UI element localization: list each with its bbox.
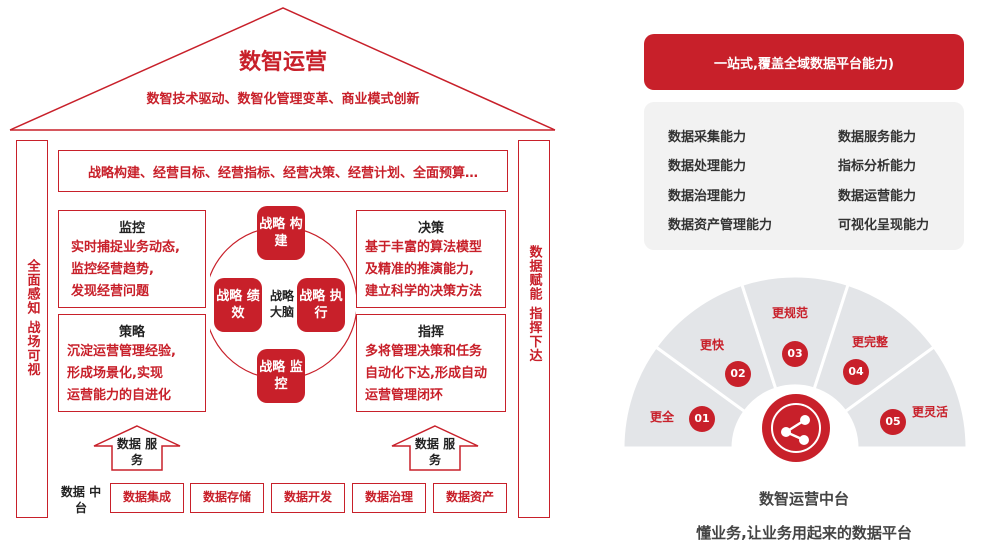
command-text: 多将管理决策和任务 自动化下达,形成自动 运营管理闭环 (365, 344, 487, 403)
fan-label-standardized: 更规范 (772, 306, 809, 320)
fan-label-more-integral: 更完整 (852, 335, 889, 349)
ability-item: 数据资产管理能力 (668, 218, 773, 233)
left-column-label: 全面感知 战场可视 (24, 259, 40, 377)
cycle-monitor-node: 战略 监控 (257, 349, 305, 403)
ability-item: 数据处理能力 (668, 159, 747, 174)
house-subtitle: 数智技术驱动、数智化管理变革、商业模式创新 (146, 92, 420, 107)
capability-fan (621, 274, 969, 478)
data-service-label-right: 数据 服务 (414, 437, 456, 467)
ability-item: 指标分析能力 (838, 159, 917, 174)
fan-number-04: 04 (843, 359, 869, 385)
strategy-topics-bar: 战略构建、经营目标、经营指标、经营决策、经营计划、全面预算… (58, 150, 508, 192)
house-title: 数智运营 (238, 50, 327, 75)
cell-data-development: 数据开发 (271, 483, 345, 513)
platform-title: 数智运营中台 (758, 490, 849, 508)
data-service-label-left: 数据 服务 (116, 437, 158, 467)
platform-subtitle: 懂业务,让业务用起来的数据平台 (696, 524, 912, 542)
cell-data-assets: 数据资产 (433, 483, 507, 513)
cell-data-integration: 数据集成 (110, 483, 184, 513)
right-column-label: 数据赋能 指挥下达 (526, 245, 542, 363)
monitor-text: 实时捕捉业务动态, 监控经营趋势, 发现经营问题 (71, 240, 180, 299)
right-column: 数据赋能 指挥下达 (518, 140, 550, 518)
fan-label-faster: 更快 (700, 338, 725, 352)
left-column: 全面感知 战场可视 (16, 140, 48, 518)
data-service-arrow-left (93, 425, 181, 471)
house-outline (9, 7, 556, 131)
decision-text: 基于丰富的算法模型 及精准的推演能力, 建立科学的决策方法 (365, 240, 483, 299)
one-stop-banner: 一站式,覆盖全域数据平台能力) (644, 34, 964, 90)
strategy-text: 沉淀运营管理经验, 形成场景化,实现 运营能力的自进化 (67, 344, 176, 403)
ability-item: 数据服务能力 (838, 130, 917, 145)
monitor-title: 监控 (118, 221, 145, 236)
strategy-panel: 策略 沉淀运营管理经验, 形成场景化,实现 运营能力的自进化 (58, 314, 206, 412)
command-panel: 指挥 多将管理决策和任务 自动化下达,形成自动 运营管理闭环 (356, 314, 506, 412)
fan-label-more-complete: 更全 (650, 410, 675, 424)
cycle-performance-node: 战略 绩效 (214, 278, 262, 332)
cycle-center-label: 战略 大脑 (269, 289, 294, 319)
monitor-panel: 监控 实时捕捉业务动态, 监控经营趋势, 发现经营问题 (58, 210, 206, 308)
fan-label-more-flexible: 更灵活 (912, 405, 949, 419)
ability-item: 数据运营能力 (838, 189, 917, 204)
command-title: 指挥 (417, 325, 444, 340)
decision-title: 决策 (417, 221, 444, 236)
cycle-execute-node: 战略 执行 (297, 278, 345, 332)
ability-item: 数据治理能力 (668, 189, 747, 204)
ability-item: 数据采集能力 (668, 130, 747, 145)
fan-number-05: 05 (880, 409, 906, 435)
abilities-panel: 数据采集能力 数据服务能力 数据处理能力 指标分析能力 数据治理能力 数据运营能… (644, 102, 964, 250)
ability-item: 可视化呈现能力 (838, 218, 930, 233)
data-service-arrow-right (391, 425, 479, 471)
cell-data-storage: 数据存储 (190, 483, 264, 513)
data-platform-label: 数据 中台 (60, 485, 102, 515)
fan-number-02: 02 (725, 361, 751, 387)
platform-logo-icon (762, 394, 830, 462)
strategy-title: 策略 (118, 325, 145, 340)
fan-number-03: 03 (782, 341, 808, 367)
fan-number-01: 01 (689, 406, 715, 432)
decision-panel: 决策 基于丰富的算法模型 及精准的推演能力, 建立科学的决策方法 (356, 210, 506, 308)
cell-data-governance: 数据治理 (352, 483, 426, 513)
strategy-topics-text: 战略构建、经营目标、经营指标、经营决策、经营计划、全面预算… (87, 166, 478, 181)
cycle-build-node: 战略 构建 (257, 206, 305, 260)
